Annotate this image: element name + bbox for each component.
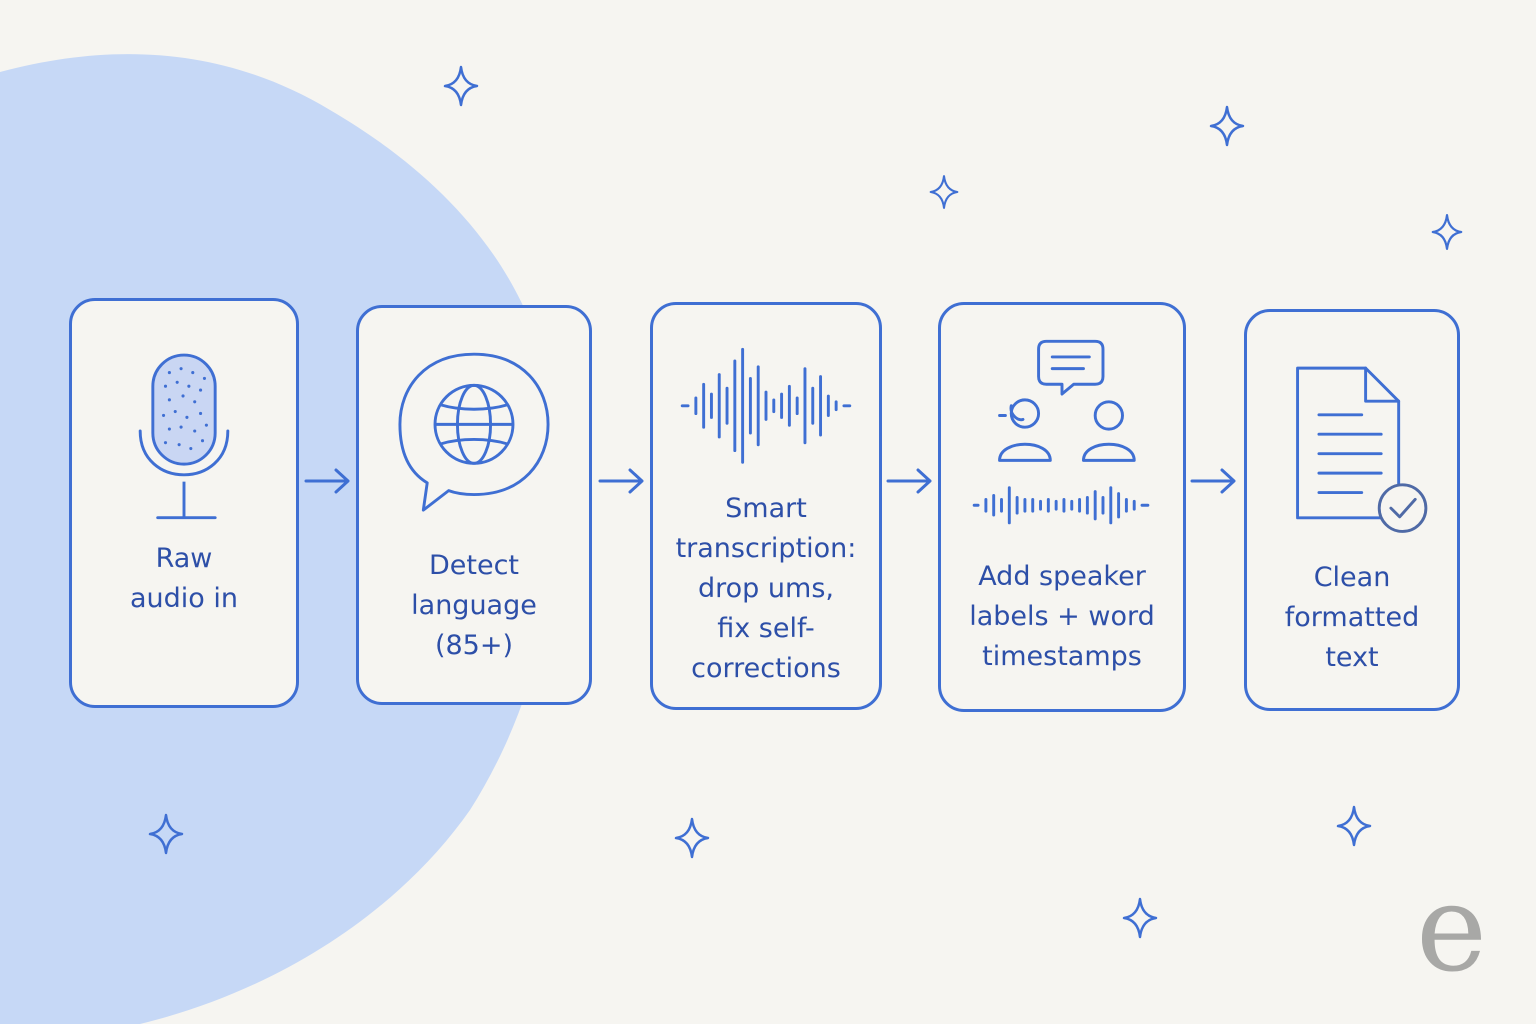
step-detect-language: Detect language (85+): [356, 305, 592, 705]
globe-speech-bubble-icon: [398, 352, 550, 512]
speakers-waveform-icon: [972, 339, 1150, 525]
sparkle-icon: [1209, 105, 1245, 147]
step-label: Add speaker labels + word timestamps: [969, 561, 1155, 672]
step-smart-transcription: Smart transcription: drop ums, fix self-…: [650, 302, 882, 710]
document-check-icon: [1296, 366, 1428, 533]
sparkle-icon: [148, 813, 184, 855]
step-label: Detect language (85+): [411, 550, 537, 661]
step-raw-audio: Raw audio in: [69, 298, 299, 708]
sparkle-icon: [1431, 214, 1463, 251]
microphone-icon: [138, 353, 230, 520]
sparkle-icon: [929, 175, 959, 209]
sparkle-icon: [443, 65, 479, 107]
step-label: Raw audio in: [129, 543, 238, 614]
logo: e: [1416, 860, 1488, 999]
arrow-icon: [304, 468, 350, 494]
sparkle-icon: [674, 817, 710, 859]
sound-wave-icon: [680, 347, 852, 464]
sparkle-icon: [1336, 805, 1372, 847]
arrow-icon: [1190, 468, 1236, 494]
arrow-icon: [598, 468, 644, 494]
sparkle-icon: [1122, 897, 1158, 939]
step-label: Smart transcription: drop ums, fix self-…: [675, 493, 857, 684]
step-clean-text: Clean formatted text: [1244, 309, 1460, 711]
step-speaker-labels: Add speaker labels + word timestamps: [938, 302, 1186, 712]
step-label: Clean formatted text: [1284, 562, 1420, 673]
arrow-icon: [886, 468, 932, 494]
